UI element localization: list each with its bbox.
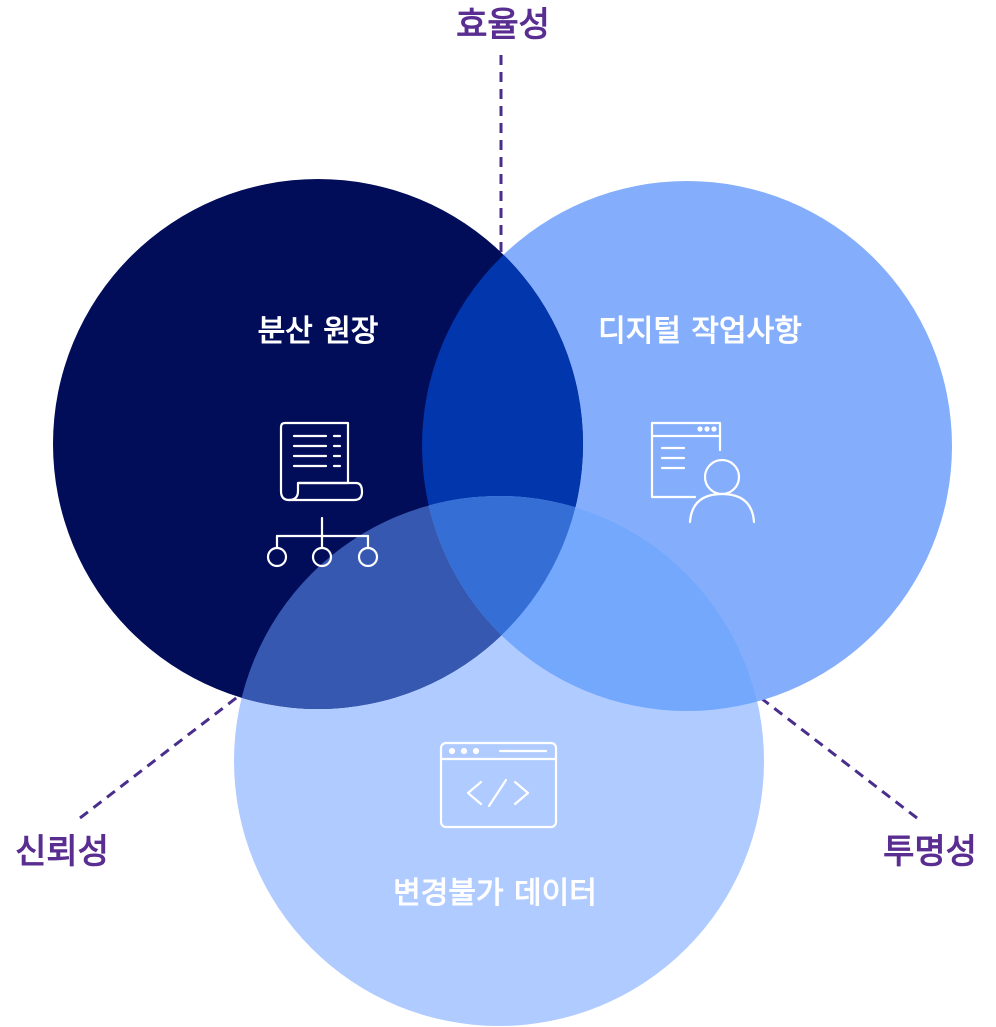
label-ledger: 분산 원장 bbox=[258, 314, 379, 349]
connector-transparency bbox=[756, 693, 918, 820]
overlap-workflow-immutable bbox=[422, 496, 764, 711]
label-efficiency: 효율성 bbox=[456, 5, 550, 45]
label-immutable: 변경불가 데이터 bbox=[393, 876, 597, 911]
label-workflow: 디지털 작업사항 bbox=[598, 314, 802, 349]
ledger-network-icon bbox=[266, 421, 379, 568]
connector-trust bbox=[79, 693, 241, 820]
label-transparency: 투명성 bbox=[883, 832, 977, 872]
code-window-icon bbox=[439, 741, 558, 829]
label-trust: 신뢰성 bbox=[15, 832, 109, 872]
user-window-icon bbox=[650, 421, 756, 524]
overlap-ledger-immutable bbox=[234, 496, 583, 709]
